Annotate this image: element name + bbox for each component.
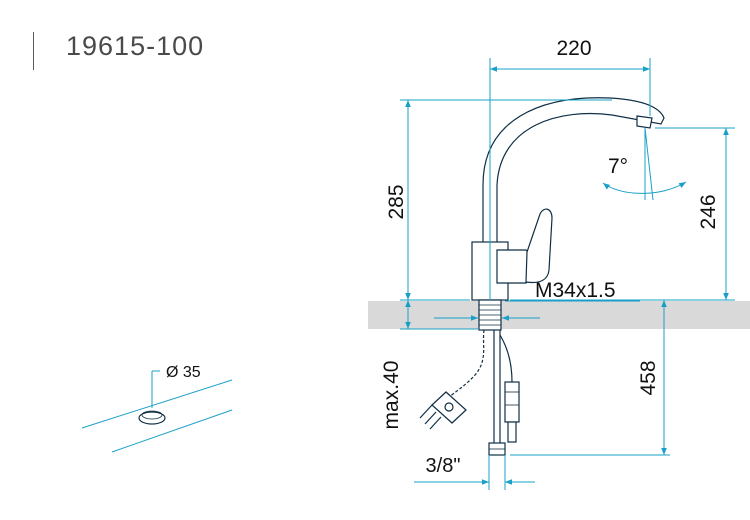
title-divider [33, 32, 34, 70]
dim-hole-diameter: Ø 35 [166, 364, 201, 381]
dim-spout-height: 246 [697, 194, 720, 229]
dim-connector: 3/8" [426, 455, 461, 477]
dim-max-worktop: max.40 [380, 361, 403, 430]
dim-total-height: 285 [385, 184, 408, 219]
dim-hose-length: 458 [637, 360, 660, 395]
dim-spout-reach: 220 [556, 37, 591, 60]
product-code: 19615-100 [66, 31, 205, 61]
worktop [368, 301, 750, 329]
dim-thread: M34x1.5 [535, 279, 616, 302]
dimension-lines [400, 58, 735, 490]
mounting-hole-detail [81, 370, 233, 453]
dim-spray-angle: 7° [608, 155, 628, 178]
hoses [419, 329, 520, 456]
